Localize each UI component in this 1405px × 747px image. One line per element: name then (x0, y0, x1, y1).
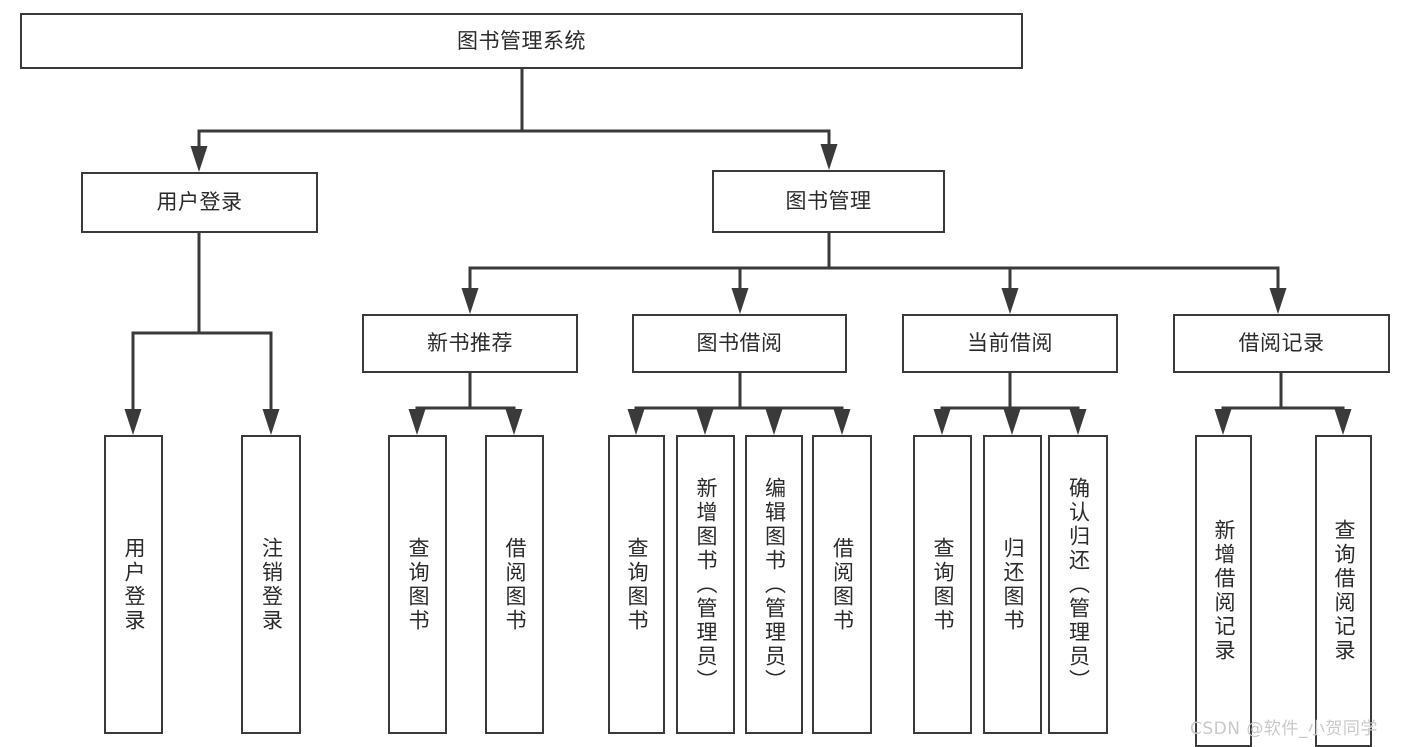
node-label-leaf-user-login: 用户登录 (122, 536, 146, 633)
node-root: 图书管理系统 (20, 13, 1023, 69)
arrowhead-13 (833, 409, 851, 435)
node-records: 借阅记录 (1173, 314, 1390, 373)
node-leaf-new-borrow: 借阅图书 (485, 435, 544, 734)
node-leaf-user-logout: 注销登录 (241, 435, 301, 734)
node-leaf-borrow-add: 新增图书（管理员） (676, 435, 735, 734)
arrowhead-5 (1269, 288, 1287, 314)
arrowhead-18 (1334, 409, 1352, 435)
node-label-root: 图书管理系统 (457, 28, 586, 53)
arrowhead-1 (820, 144, 838, 170)
arrowhead-12 (765, 409, 783, 435)
node-label-leaf-borrow-lend: 借阅图书 (830, 536, 855, 633)
node-leaf-borrow-edit: 编辑图书（管理员） (745, 435, 803, 734)
node-label-leaf-new-query: 查询图书 (406, 536, 430, 633)
node-label-leaf-current-return: 归还图书 (1001, 536, 1025, 633)
arrowhead-10 (627, 409, 645, 435)
node-label-leaf-borrow-query: 查询图书 (625, 536, 649, 633)
arrowhead-14 (933, 409, 951, 435)
arrowhead-16 (1069, 409, 1087, 435)
node-label-bookmgmt: 图书管理 (785, 189, 872, 214)
node-label-leaf-current-query: 查询图书 (931, 536, 955, 633)
node-leaf-current-confirm: 确认归还（管理员） (1048, 435, 1108, 734)
node-newbook: 新书推荐 (362, 314, 578, 373)
arrowhead-9 (505, 409, 523, 435)
arrowhead-2 (461, 288, 479, 314)
node-label-leaf-new-borrow: 借阅图书 (503, 536, 527, 633)
node-label-current: 当前借阅 (967, 331, 1053, 356)
node-label-leaf-current-confirm: 确认归还（管理员） (1066, 476, 1091, 693)
arrowhead-6 (124, 409, 142, 435)
node-label-newbook: 新书推荐 (427, 331, 513, 356)
arrowhead-8 (408, 409, 426, 435)
node-leaf-current-query: 查询图书 (913, 435, 972, 734)
arrowhead-3 (731, 288, 749, 314)
arrowhead-7 (262, 409, 280, 435)
node-leaf-new-query: 查询图书 (388, 435, 447, 734)
arrowhead-11 (696, 409, 714, 435)
node-label-login: 用户登录 (156, 190, 243, 215)
node-label-leaf-record-query: 查询借阅记录 (1332, 519, 1356, 663)
node-leaf-record-add: 新增借阅记录 (1195, 435, 1252, 747)
arrowhead-4 (1001, 288, 1019, 314)
node-bookmgmt: 图书管理 (712, 170, 945, 233)
node-borrow: 图书借阅 (632, 314, 847, 373)
node-leaf-user-login: 用户登录 (104, 435, 163, 734)
arrowhead-0 (190, 146, 208, 172)
node-leaf-current-return: 归还图书 (983, 435, 1042, 734)
node-label-leaf-borrow-add: 新增图书（管理员） (694, 476, 718, 693)
node-label-records: 借阅记录 (1238, 331, 1325, 356)
arrowhead-15 (1003, 409, 1021, 435)
node-current: 当前借阅 (902, 314, 1118, 373)
arrowhead-17 (1214, 409, 1232, 435)
node-leaf-borrow-query: 查询图书 (608, 435, 665, 734)
node-label-leaf-user-logout: 注销登录 (259, 536, 284, 633)
node-label-leaf-borrow-edit: 编辑图书（管理员） (762, 476, 787, 693)
node-leaf-record-query: 查询借阅记录 (1315, 435, 1372, 747)
node-leaf-borrow-lend: 借阅图书 (812, 435, 872, 734)
node-login: 用户登录 (81, 172, 318, 233)
node-label-borrow: 图书借阅 (696, 331, 783, 356)
node-label-leaf-record-add: 新增借阅记录 (1212, 519, 1236, 663)
